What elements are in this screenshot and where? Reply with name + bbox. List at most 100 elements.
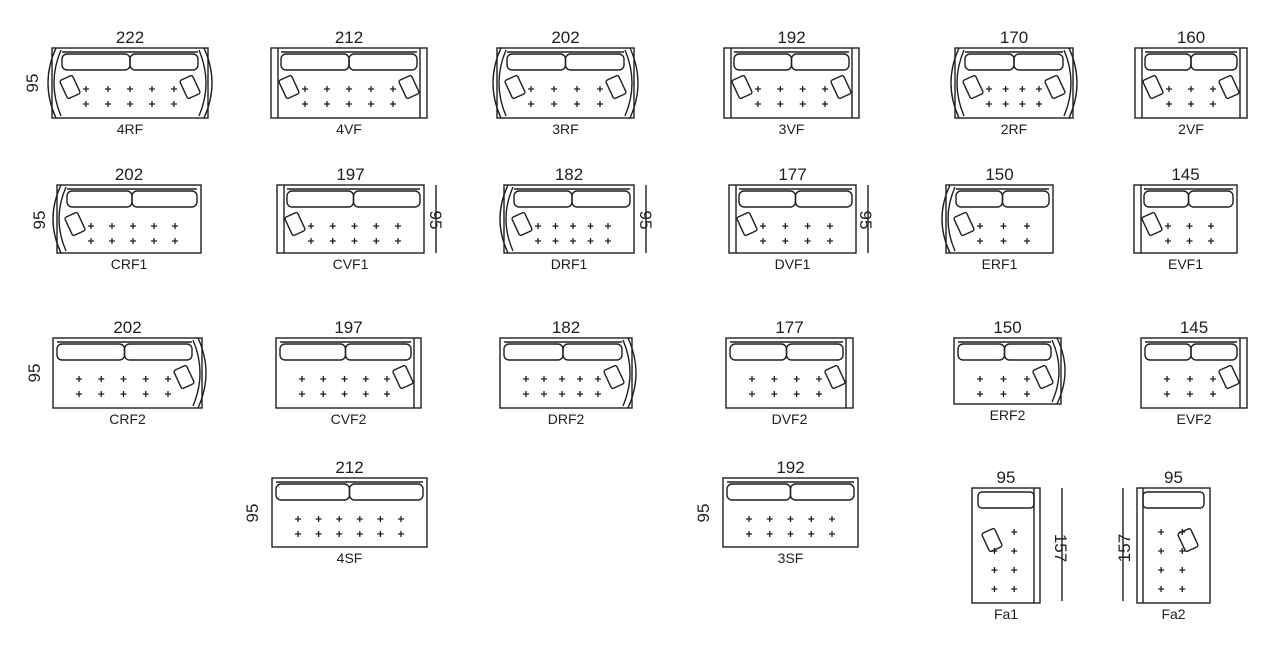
- module-code: 3VF: [779, 121, 805, 137]
- scatter-pillow: [173, 364, 195, 390]
- seat-cross: [1024, 376, 1030, 382]
- left-arm-round: [499, 184, 509, 254]
- seat-cross: [395, 238, 401, 244]
- seat-cross: [1158, 548, 1165, 554]
- seat-cross: [98, 391, 105, 397]
- seat-cross: [149, 101, 155, 107]
- back-cushion: [1143, 190, 1190, 208]
- seat-cross: [76, 391, 82, 397]
- seat-cross: [299, 391, 305, 397]
- module-code: EVF2: [1176, 411, 1211, 427]
- seat-cross: [384, 376, 390, 382]
- module-code: CVF1: [333, 256, 369, 272]
- back-cushion: [131, 190, 198, 208]
- seat-cross: [130, 238, 136, 244]
- seat-cross: [1019, 101, 1026, 107]
- seat-cross: [551, 86, 557, 92]
- left-arm-round: [950, 47, 960, 119]
- seat-cross: [341, 376, 348, 382]
- seat-cross: [829, 516, 835, 522]
- seat-cross: [295, 531, 301, 537]
- seat-cross: [351, 223, 358, 229]
- width-dimension: 222: [116, 28, 144, 47]
- back-cushion: [348, 483, 424, 501]
- sofa-frame: [496, 47, 635, 119]
- seat-cross: [83, 86, 89, 92]
- seat-cross: [308, 223, 314, 229]
- seat-cross: [302, 86, 308, 92]
- seat-cross: [377, 516, 384, 522]
- right-arm-inner: [198, 49, 207, 117]
- module-code: DVF2: [772, 411, 808, 427]
- seat-cross: [308, 238, 314, 244]
- back-cushion: [1190, 53, 1238, 71]
- back-cushion: [280, 53, 350, 71]
- module-code: ERF1: [982, 256, 1018, 272]
- seat-cross: [782, 223, 789, 229]
- seat-cross: [172, 223, 178, 229]
- seat-cross: [1036, 101, 1042, 107]
- seat-cross: [356, 516, 363, 522]
- seat-cross: [76, 376, 82, 382]
- back-cushion: [564, 53, 625, 71]
- seat-cross: [362, 391, 369, 397]
- seat-cross: [1210, 101, 1216, 107]
- seat-cross: [597, 86, 603, 92]
- seat-cross: [1024, 238, 1030, 244]
- seat-cross: [390, 86, 396, 92]
- seat-cross: [541, 376, 547, 382]
- seat-cross: [1165, 223, 1171, 229]
- depth-dimension: 95: [856, 211, 875, 230]
- width-dimension: 150: [993, 318, 1021, 337]
- seat-cross: [808, 531, 815, 537]
- back-cushion: [964, 53, 1015, 71]
- module-code: CRF1: [111, 256, 148, 272]
- seat-cross: [535, 223, 541, 229]
- seat-cross: [991, 567, 998, 573]
- sofa-frame: [945, 184, 1054, 254]
- seat-cross: [151, 223, 157, 229]
- back-cushion: [1013, 53, 1064, 71]
- back-cushion: [503, 343, 564, 361]
- seat-cross: [1179, 586, 1186, 592]
- seat-cross: [324, 101, 330, 107]
- seat-cross: [787, 516, 794, 522]
- seat-cross: [804, 238, 811, 244]
- seat-cross: [827, 238, 833, 244]
- depth-dimension: 95: [243, 504, 262, 523]
- scatter-pillow: [398, 74, 420, 100]
- seat-cross: [320, 376, 327, 382]
- back-cushion: [789, 483, 855, 501]
- seat-cross: [793, 376, 800, 382]
- seat-cross: [1158, 586, 1165, 592]
- scatter-pillow: [953, 211, 975, 237]
- sofa-frame: [728, 184, 857, 254]
- seat-cross: [120, 376, 127, 382]
- back-cushion: [726, 483, 792, 501]
- seat-cross: [986, 101, 992, 107]
- seat-cross: [329, 238, 336, 244]
- seat-cross: [793, 391, 800, 397]
- back-cushion: [957, 343, 1006, 361]
- seat-cross: [83, 101, 89, 107]
- seat-cross: [1165, 238, 1171, 244]
- seat-cross: [165, 376, 171, 382]
- seat-cross: [120, 391, 127, 397]
- width-dimension: 202: [551, 28, 579, 47]
- seat-cross: [777, 101, 784, 107]
- sofa-frame: [270, 47, 428, 119]
- seat-cross: [346, 101, 352, 107]
- back-cushion: [562, 343, 623, 361]
- seat-cross: [1208, 238, 1214, 244]
- seat-cross: [320, 391, 327, 397]
- scatter-pillow: [1142, 74, 1164, 100]
- back-cushion: [1144, 343, 1192, 361]
- scatter-pillow: [736, 211, 758, 237]
